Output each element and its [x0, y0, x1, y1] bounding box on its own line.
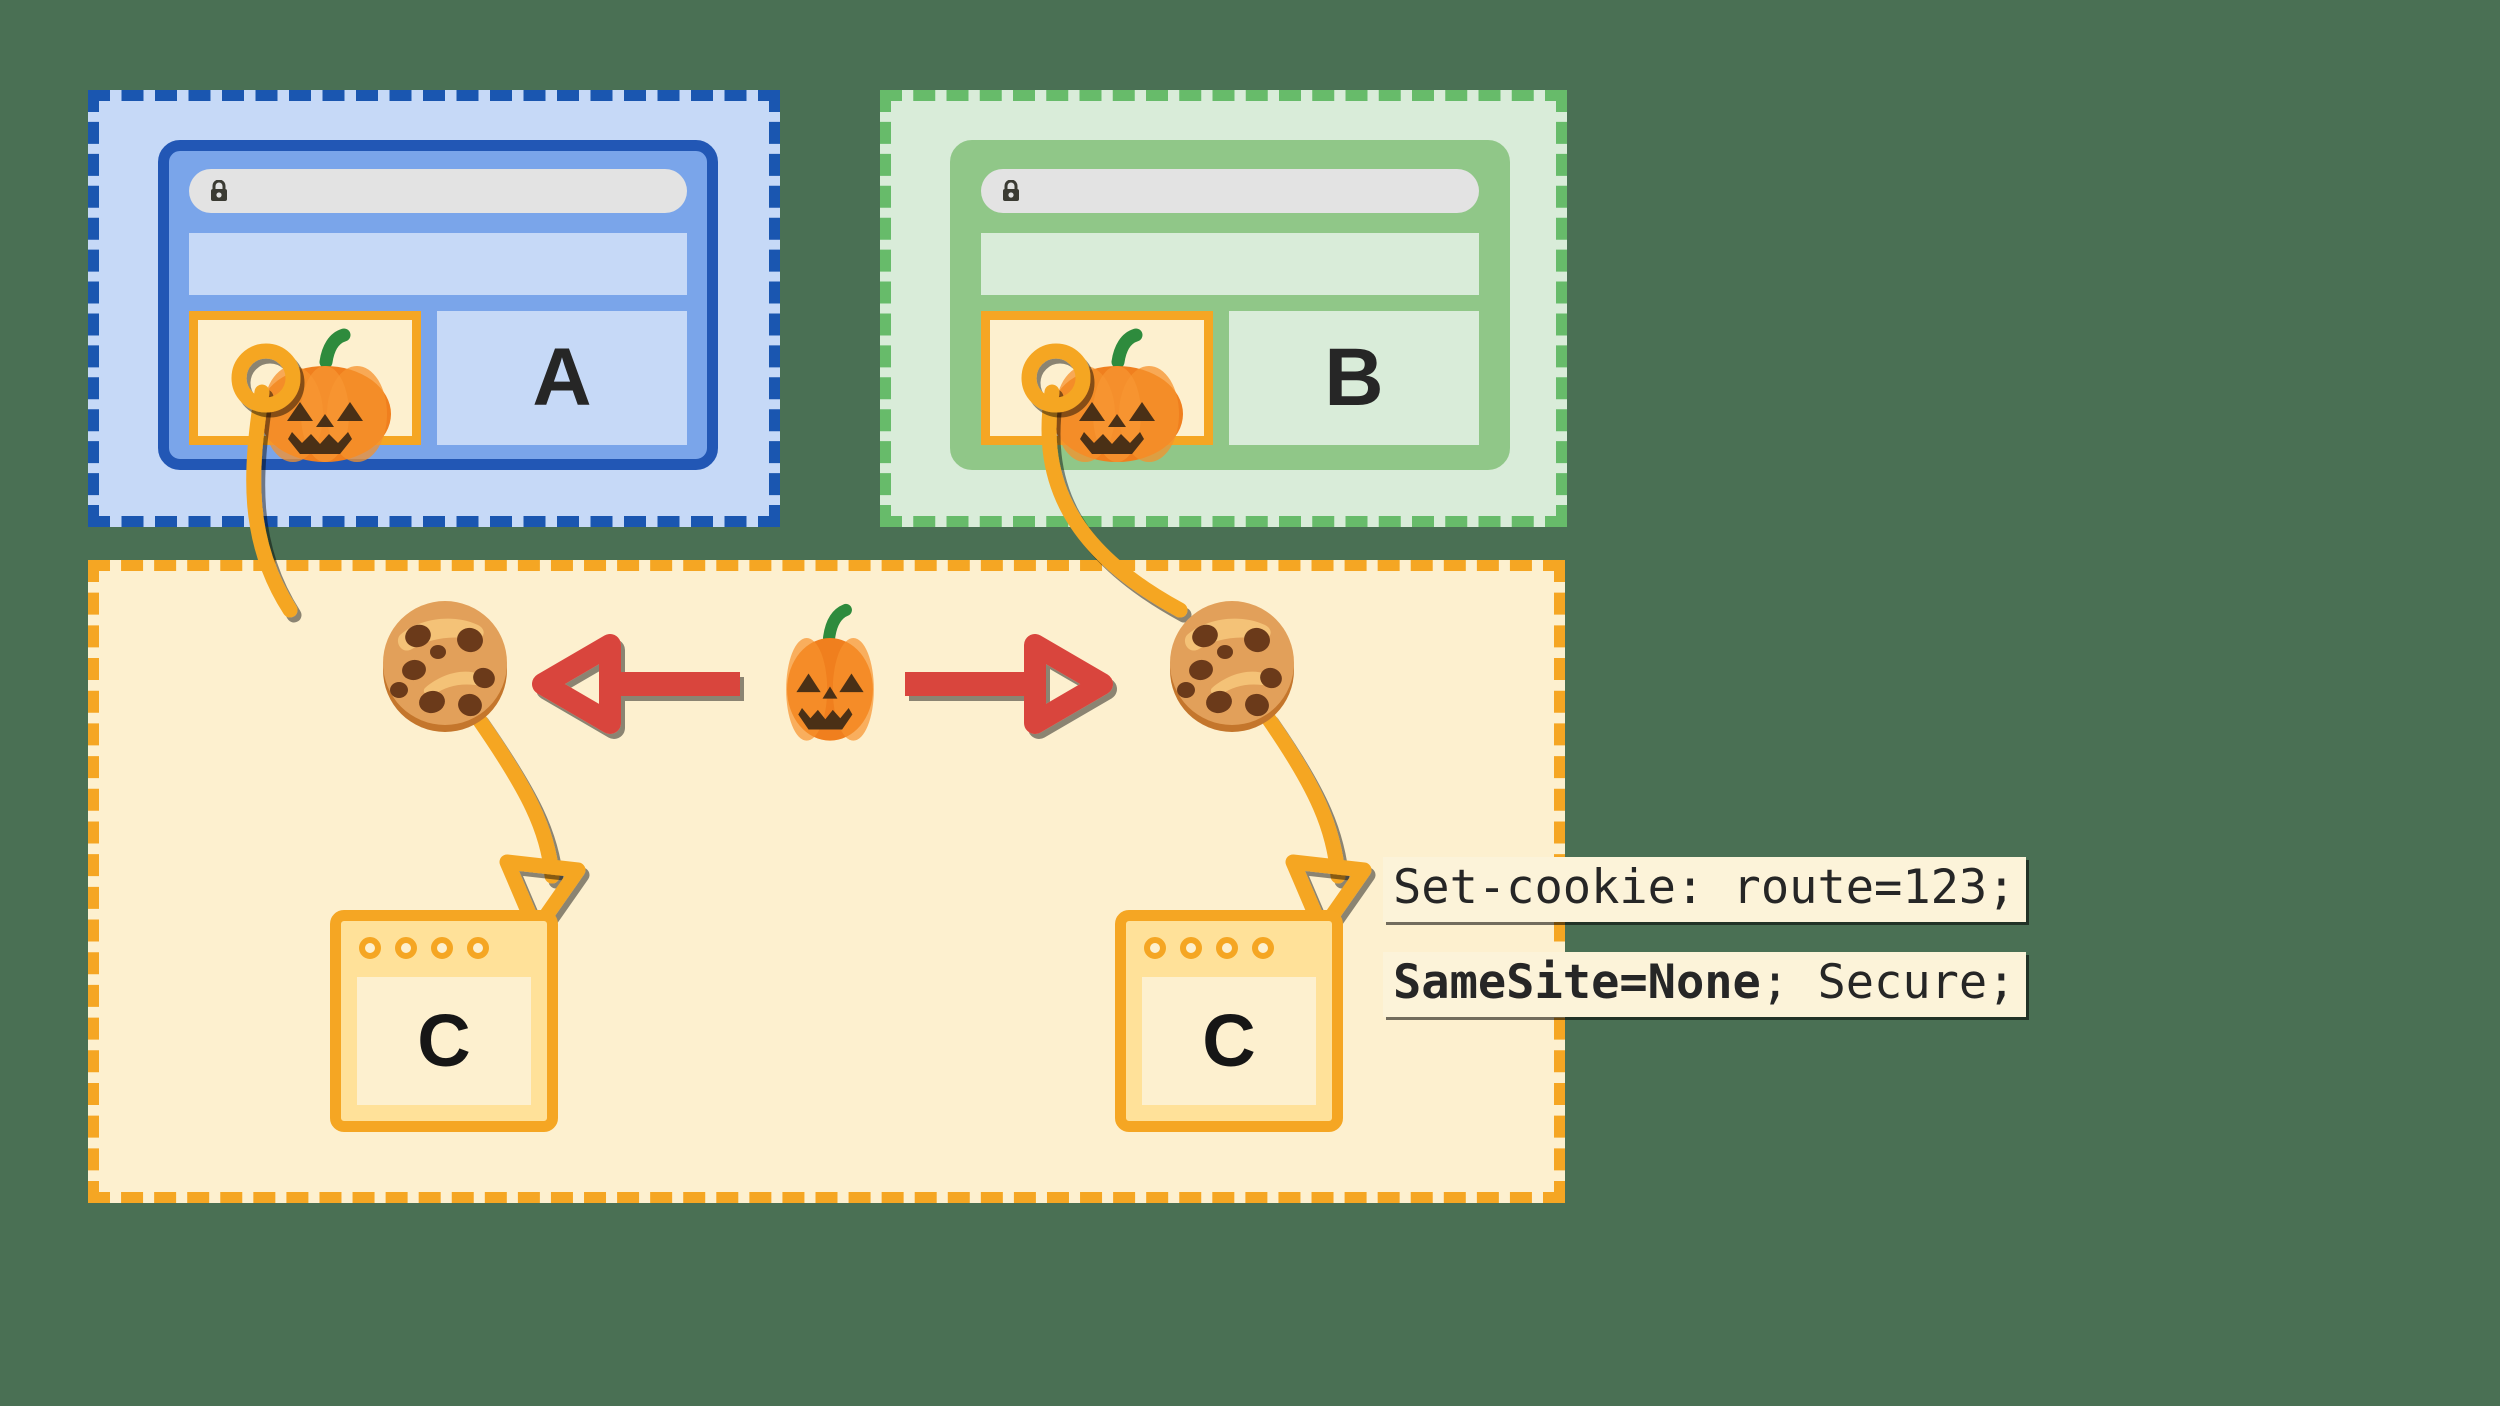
thumbnail-frame-a	[189, 311, 421, 462]
set-cookie-line-1: Set-cookie: route=123;	[1383, 857, 2026, 923]
server-titlebar-dots-left	[359, 937, 489, 959]
server-letter-c-left: C	[417, 999, 471, 1082]
titlebar-dot-icon	[1216, 937, 1238, 959]
url-bar-b[interactable]	[981, 169, 1479, 213]
samesite-none-token: SameSite=None	[1393, 955, 1761, 1010]
server-letter-c-right: C	[1202, 999, 1256, 1082]
content-strip-a	[189, 233, 687, 295]
titlebar-dot-icon	[1180, 937, 1202, 959]
pumpkin-icon	[760, 598, 900, 753]
content-panes-b: B	[981, 311, 1479, 462]
content-strip-b	[981, 233, 1479, 295]
thumbnail-frame-b	[981, 311, 1213, 462]
browser-window-b: B	[950, 140, 1510, 470]
titlebar-dot-icon	[431, 937, 453, 959]
set-cookie-line-2: SameSite=None; Secure;	[1383, 952, 2026, 1018]
site-letter-b: B	[1324, 332, 1384, 423]
titlebar-dot-icon	[1252, 937, 1274, 959]
server-body-left: C	[357, 977, 531, 1105]
server-body-right: C	[1142, 977, 1316, 1105]
padlock-icon	[1001, 179, 1021, 202]
url-bar-a[interactable]	[189, 169, 687, 213]
padlock-icon	[209, 179, 229, 202]
server-titlebar-dots-right	[1144, 937, 1274, 959]
content-panes-a: A	[189, 311, 687, 462]
secure-token: ; Secure;	[1760, 955, 2016, 1010]
titlebar-dot-icon	[395, 937, 417, 959]
pumpkin-icon	[250, 326, 400, 471]
titlebar-dot-icon	[1144, 937, 1166, 959]
letter-pane-a: A	[437, 311, 687, 445]
browser-window-a: A	[158, 140, 718, 470]
site-letter-a: A	[532, 332, 592, 423]
cookie-icon	[1157, 590, 1307, 745]
titlebar-dot-icon	[359, 937, 381, 959]
letter-pane-b: B	[1229, 311, 1479, 445]
pumpkin-icon	[1042, 326, 1192, 471]
server-window-c-left: C	[330, 910, 558, 1132]
titlebar-dot-icon	[467, 937, 489, 959]
cookie-icon	[370, 590, 520, 745]
server-window-c-right: C	[1115, 910, 1343, 1132]
